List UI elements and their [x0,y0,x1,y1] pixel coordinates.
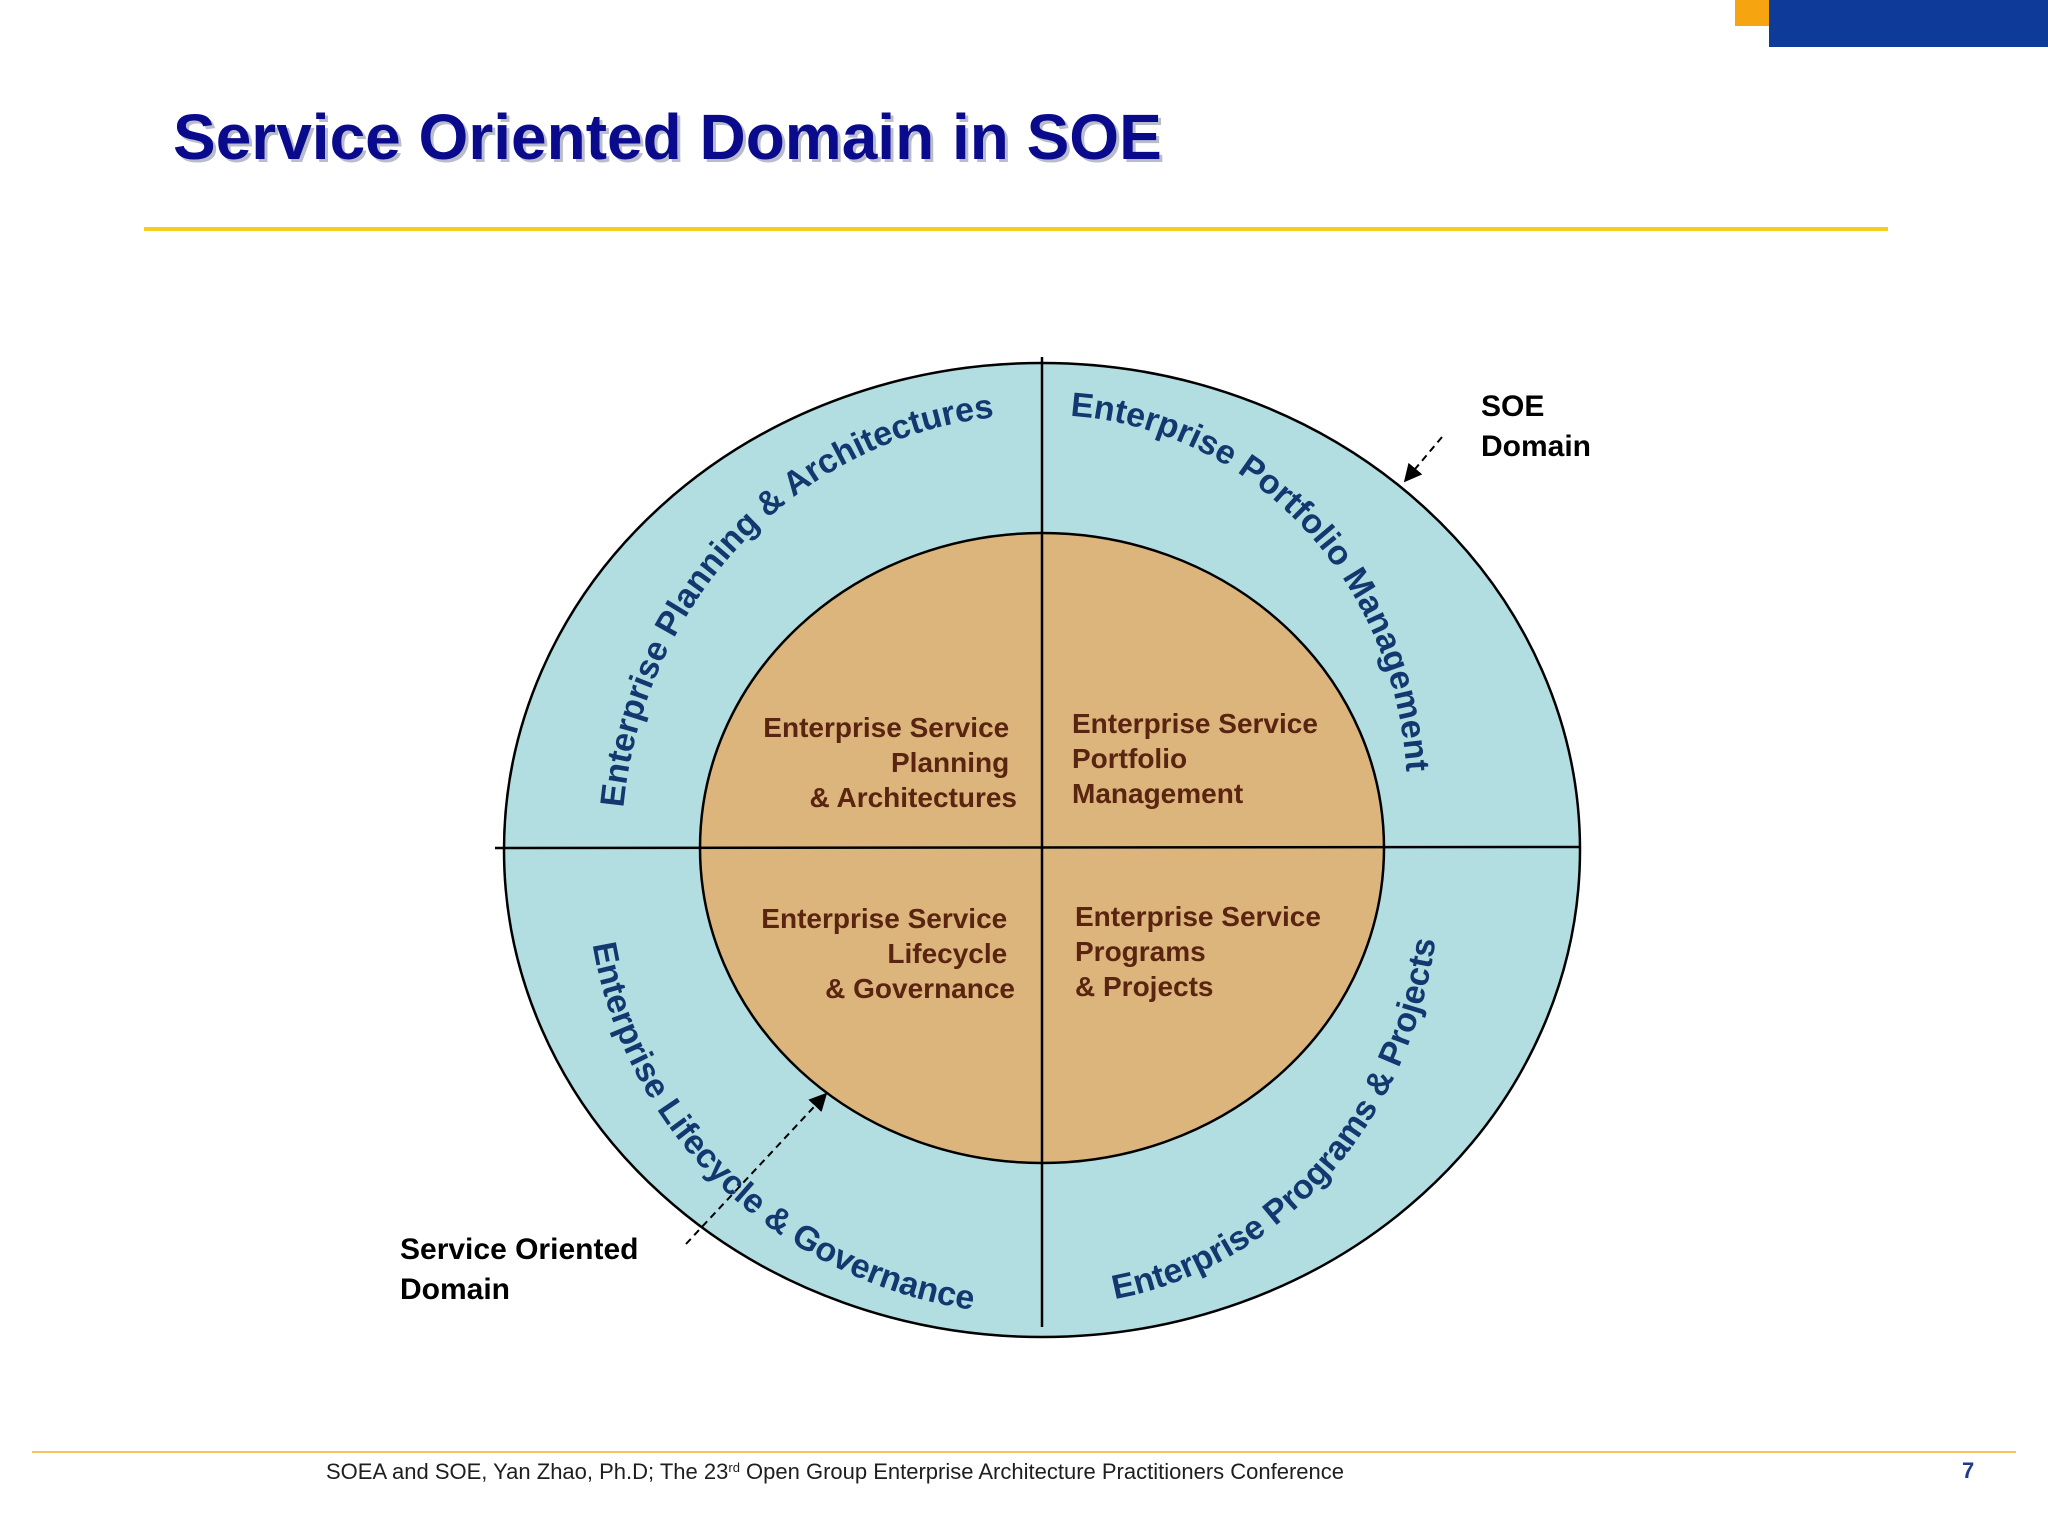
inner-label-bottom-right: Enterprise Service Programs & Projects [1075,901,1329,1002]
service-oriented-domain-label: Service Oriented Domain [400,1233,647,1306]
corner-accent-orange [1735,0,1769,26]
divider-horizontal [494,845,1581,850]
footer-divider [32,1451,2016,1453]
footer-text-main: SOEA and SOE, Yan Zhao, Ph.D; The 23 [326,1459,729,1484]
title-underline [144,227,1888,231]
soe-domain-arrow [1403,436,1443,483]
corner-accent-blue [1769,0,2048,47]
inner-label-bottom-left: Enterprise Service Lifecycle & Governanc… [761,903,1015,1004]
page-title: Service Oriented Domain in SOE [173,101,1162,173]
inner-label-top-left: Enterprise Service Planning & Architectu… [763,712,1017,813]
inner-label-top-right: Enterprise Service Portfolio Management [1072,708,1326,809]
service-oriented-domain-arrow [685,1092,828,1245]
footer-superscript: rd [728,1460,740,1475]
soe-domain-label: SOE Domain [1481,390,1591,463]
page-number: 7 [1962,1458,1975,1483]
footer-text-tail: Open Group Enterprise Architecture Pract… [739,1459,1344,1484]
footer-citation: SOEA and SOE, Yan Zhao, Ph.D; The 23rd O… [326,1459,1344,1485]
